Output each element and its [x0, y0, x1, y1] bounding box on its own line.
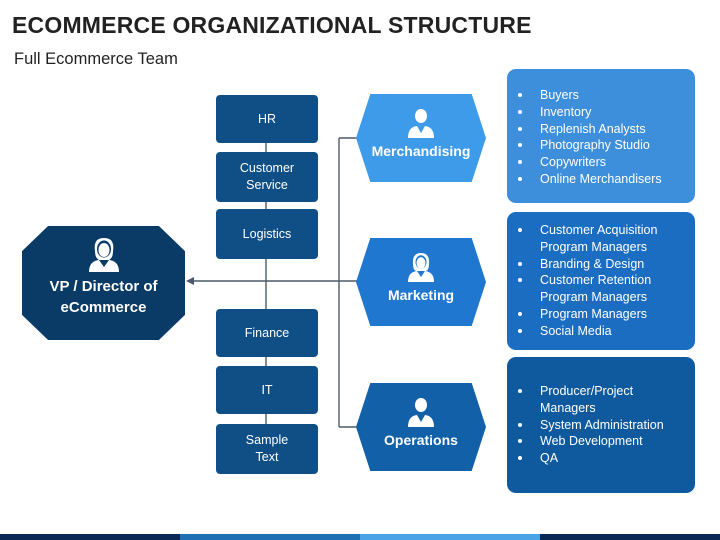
support-box-it: IT — [216, 366, 318, 414]
operations-list: Producer/Project Managers System Adminis… — [507, 357, 695, 467]
support-box-label-line1: Sample — [245, 433, 289, 447]
support-box-sample-text: Sample Text — [216, 424, 318, 474]
person-icon — [88, 238, 119, 272]
list-item: Program Managers — [507, 306, 695, 323]
list-item: Producer/Project Managers — [507, 383, 695, 417]
support-box-logistics: Logistics — [216, 209, 318, 259]
support-box-label: Finance — [244, 325, 290, 340]
list-item: Buyers — [507, 87, 695, 104]
support-box-label: IT — [261, 382, 273, 397]
list-item-text: QA — [540, 451, 559, 466]
list-item-text-line2: Program Managers — [540, 290, 647, 305]
person-icon — [408, 253, 434, 282]
department-label: Marketing — [387, 287, 455, 303]
marketing-list: Customer Acquisition Program Managers Br… — [507, 212, 695, 340]
list-item: Photography Studio — [507, 137, 695, 154]
list-item: Replenish Analysts — [507, 121, 695, 138]
support-box-label-line2: Service — [246, 178, 288, 192]
list-item-text: Buyers — [540, 88, 579, 102]
department-merchandising: Merchandising — [356, 94, 486, 182]
support-box-label-line1: Customer — [239, 161, 295, 175]
list-item-text: Program Managers — [540, 306, 647, 321]
support-box-label: HR — [257, 111, 277, 126]
support-box-finance: Finance — [216, 309, 318, 357]
merchandising-panel: Buyers Inventory Replenish Analysts Phot… — [507, 69, 695, 203]
support-box-label-line2: Text — [255, 450, 279, 464]
list-item: Branding & Design — [507, 256, 695, 273]
person-icon — [408, 109, 434, 138]
footer-color-bar — [0, 534, 720, 540]
list-item: Web Development — [507, 433, 695, 450]
department-marketing: Marketing — [356, 238, 486, 326]
list-item-text-line1: Customer Acquisition — [540, 223, 658, 237]
person-icon — [408, 398, 434, 427]
list-item: Online Merchandisers — [507, 171, 695, 188]
slide-subtitle: Full Ecommerce Team — [14, 50, 178, 68]
list-item-text-line1: Customer Retention — [540, 273, 652, 288]
list-item: Customer Retention Program Managers — [507, 272, 695, 306]
department-operations: Operations — [356, 383, 486, 471]
list-item-text-line2: Managers — [540, 400, 596, 415]
list-item-text: Social Media — [540, 323, 612, 338]
list-item-text: Replenish Analysts — [540, 121, 646, 136]
list-item-text: Photography Studio — [540, 138, 650, 153]
merchandising-list: Buyers Inventory Replenish Analysts Phot… — [507, 69, 695, 188]
vp-label-line2: eCommerce — [60, 299, 147, 316]
operations-panel: Producer/Project Managers System Adminis… — [507, 357, 695, 493]
vp-director-node: VP / Director of eCommerce — [22, 226, 185, 340]
list-item: QA — [507, 450, 695, 467]
vp-label-line1: VP / Director of — [49, 278, 158, 295]
department-label: Merchandising — [371, 143, 471, 159]
support-box-hr: HR — [216, 95, 318, 143]
list-item: Social Media — [507, 323, 695, 340]
list-item: Inventory — [507, 104, 695, 121]
list-item-text: System Administration — [540, 417, 664, 432]
list-item-text-line2: Program Managers — [540, 239, 647, 254]
list-item-text: Online Merchandisers — [540, 171, 662, 186]
list-item-text: Copywriters — [540, 155, 606, 170]
list-item: Copywriters — [507, 154, 695, 171]
list-item-text: Web Development — [540, 434, 643, 449]
department-label: Operations — [384, 432, 458, 448]
slide-title: ECOMMERCE ORGANIZATIONAL STRUCTURE — [12, 12, 532, 38]
support-box-customer-service: Customer Service — [216, 152, 318, 202]
list-item: System Administration — [507, 417, 695, 434]
list-item-text-line1: Producer/Project — [540, 384, 634, 398]
list-item-text: Branding & Design — [540, 256, 645, 271]
arrowhead — [186, 277, 194, 285]
marketing-panel: Customer Acquisition Program Managers Br… — [507, 212, 695, 350]
support-box-label: Logistics — [242, 226, 292, 241]
list-item: Customer Acquisition Program Managers — [507, 222, 695, 256]
vp-label: VP / Director of eCommerce — [49, 276, 157, 318]
list-item-text: Inventory — [540, 104, 592, 119]
